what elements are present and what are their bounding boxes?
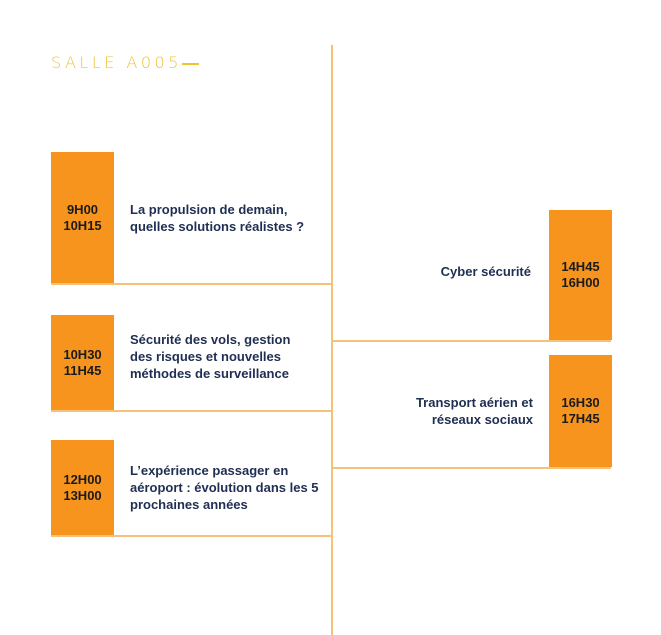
room-title: SALLE A005 [51, 53, 182, 72]
session-time-box: 16H30 17H45 [549, 355, 612, 467]
session-title: Transport aérien et réseaux sociaux [415, 395, 533, 427]
session-divider [51, 535, 333, 537]
title-dash [182, 63, 199, 65]
session-divider [51, 410, 333, 412]
session-divider [51, 283, 333, 285]
session-start: 12H00 [63, 471, 102, 487]
session-start: 9H00 [66, 201, 99, 217]
session-end: 13H00 [63, 487, 102, 503]
session-title: Sécurité des vols, gestion des risques e… [130, 331, 291, 381]
session-title: L’expérience passager en aéroport : évol… [130, 463, 319, 512]
session-end: 10H15 [63, 217, 102, 233]
session-title: La propulsion de demain, quelles solutio… [130, 201, 305, 234]
session-time-box: 12H00 13H00 [51, 440, 114, 535]
session-time-box: 14H45 16H00 [549, 210, 612, 340]
session-end: 16H00 [561, 275, 600, 290]
session-start: 16H30 [561, 395, 600, 410]
session-divider [331, 467, 611, 469]
session-time-box: 10H30 11H45 [51, 315, 114, 410]
session-start: 14H45 [561, 259, 600, 274]
session-title: Cyber sécurité [440, 263, 531, 279]
session-end: 11H45 [63, 362, 102, 378]
session-start: 10H30 [63, 346, 102, 362]
session-end: 17H45 [561, 411, 600, 426]
session-divider [331, 340, 611, 342]
session-time-box: 9H00 10H15 [51, 152, 114, 283]
